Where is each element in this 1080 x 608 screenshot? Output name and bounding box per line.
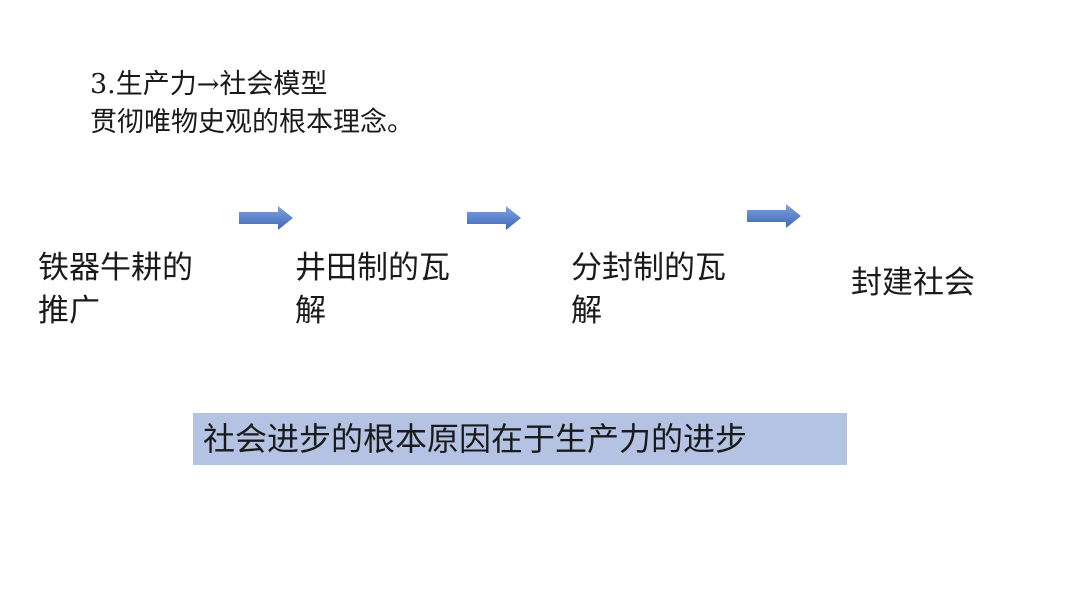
- right-arrow-icon: [239, 206, 293, 230]
- flow-step-text: 井田制的瓦: [295, 250, 450, 286]
- flow-step-enfeoffment: 分封制的瓦 解: [571, 247, 726, 333]
- flow-step-text: 推广: [38, 293, 100, 329]
- flow-step-feudal-society: 封建社会: [851, 262, 975, 305]
- flow-step-iron-plough: 铁器牛耕的 推广: [38, 247, 193, 333]
- heading-subtitle: 贯彻唯物史观的根本理念。: [90, 107, 414, 138]
- slide-heading: 3.生产力→社会模型 贯彻唯物史观的根本理念。: [90, 66, 414, 142]
- heading-title: 3.生产力→社会模型: [90, 69, 328, 100]
- flow-step-text: 铁器牛耕的: [38, 250, 193, 286]
- flow-step-text: 封建社会: [851, 265, 975, 301]
- flow-step-text: 解: [295, 293, 326, 329]
- flow-step-text: 解: [571, 293, 602, 329]
- flow-step-text: 分封制的瓦: [571, 250, 726, 286]
- right-arrow-icon: [747, 204, 801, 228]
- flow-step-well-field: 井田制的瓦 解: [295, 247, 450, 333]
- right-arrow-icon: [467, 206, 521, 230]
- summary-banner: 社会进步的根本原因在于生产力的进步: [193, 413, 847, 465]
